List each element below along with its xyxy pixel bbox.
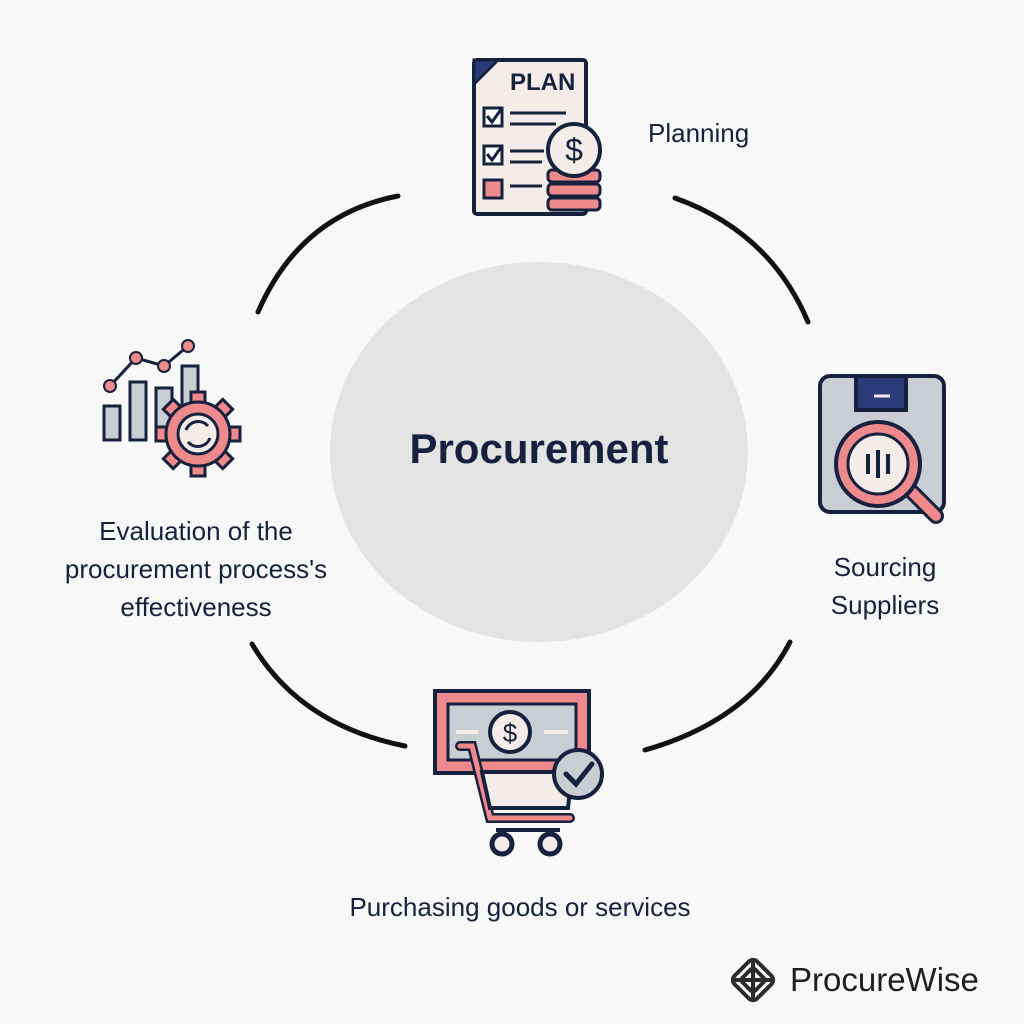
svg-text:$: $ <box>503 718 518 748</box>
arc-top-left <box>255 193 401 315</box>
evaluation-label-line2: procurement process's <box>64 554 328 584</box>
arc-top-right <box>672 195 811 325</box>
evaluation-label-line1: Evaluation of the <box>99 516 293 546</box>
brand-name: ProcureWise <box>790 961 979 998</box>
purchasing-label: Purchasing goods or services <box>349 892 691 922</box>
box-search-icon <box>818 374 946 524</box>
center-circle <box>330 262 748 642</box>
procurewise-logo-icon <box>730 957 776 1003</box>
evaluation-label: Evaluation of the procurement process's … <box>40 512 352 626</box>
sourcing-label: Sourcing Suppliers <box>800 548 970 624</box>
brand: ProcureWise <box>728 954 979 1006</box>
sourcing-label-line1: Sourcing <box>833 552 937 582</box>
center-title: Procurement <box>409 425 669 472</box>
svg-text:$: $ <box>565 132 583 168</box>
evaluation-label-line3: effectiveness <box>120 592 272 622</box>
arc-bottom-left <box>249 641 408 749</box>
planning-label: Planning <box>648 118 750 148</box>
sourcing-label-line2: Suppliers <box>830 590 940 620</box>
money-cart-icon: $ <box>433 689 604 857</box>
plan-icon-text: PLAN <box>510 69 575 96</box>
plan-document-icon: PLAN $ <box>472 58 602 216</box>
arc-bottom-right <box>642 639 793 753</box>
chart-gear-icon <box>102 339 242 478</box>
